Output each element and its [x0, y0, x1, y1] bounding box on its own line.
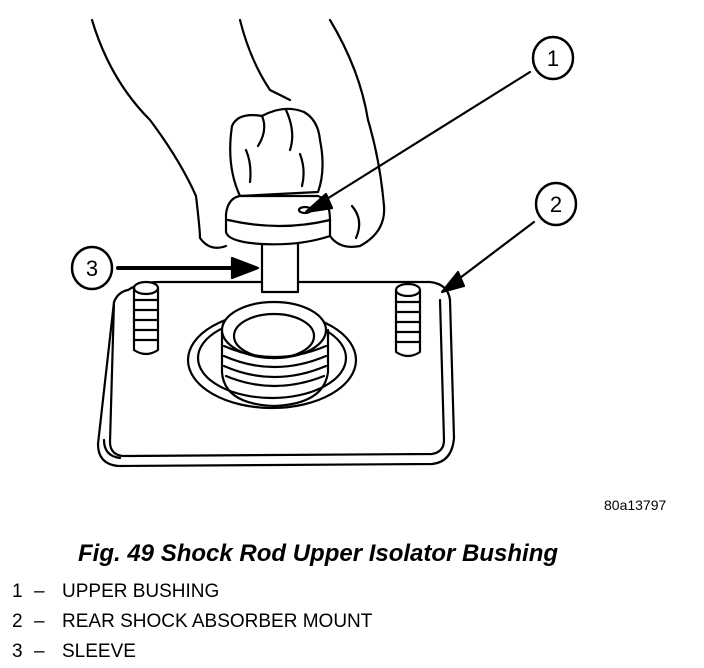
callout-2: 2: [534, 181, 578, 227]
leader-arrow-3: [116, 256, 260, 280]
callout-1: 1: [531, 35, 575, 81]
figure-caption: Fig. 49 Shock Rod Upper Isolator Bushing: [78, 540, 559, 567]
legend-label: REAR SHOCK ABSORBER MOUNT: [62, 611, 373, 632]
callout-3-number: 3: [86, 256, 98, 281]
legend: 1–UPPER BUSHING 2–REAR SHOCK ABSORBER MO…: [12, 578, 372, 668]
shock-mount-illustration: 1 2 3: [70, 18, 578, 468]
legend-number: 3: [12, 641, 23, 662]
legend-number: 2: [12, 611, 23, 632]
legend-item: 2–REAR SHOCK ABSORBER MOUNT: [12, 608, 372, 638]
legend-label: UPPER BUSHING: [62, 581, 220, 602]
leader-arrow-2: [440, 220, 536, 294]
mount-plate: [96, 280, 456, 468]
mount-stud-left: [132, 280, 160, 356]
sleeve: [260, 238, 300, 294]
mount-center-boss: [186, 300, 358, 410]
callout-3: 3: [70, 245, 114, 291]
legend-number: 1: [12, 581, 23, 602]
callout-2-number: 2: [550, 192, 562, 217]
legend-label: SLEEVE: [62, 641, 136, 662]
legend-separator: –: [34, 611, 45, 632]
legend-item: 3–SLEEVE: [12, 638, 372, 668]
figure-id: 80a13797: [604, 497, 667, 513]
callout-1-number: 1: [547, 46, 559, 71]
mount-stud-right: [394, 282, 422, 358]
legend-separator: –: [34, 581, 45, 602]
legend-item: 1–UPPER BUSHING: [12, 578, 372, 608]
hand: [90, 18, 386, 249]
leader-arrow-1: [304, 70, 532, 214]
legend-separator: –: [34, 641, 45, 662]
